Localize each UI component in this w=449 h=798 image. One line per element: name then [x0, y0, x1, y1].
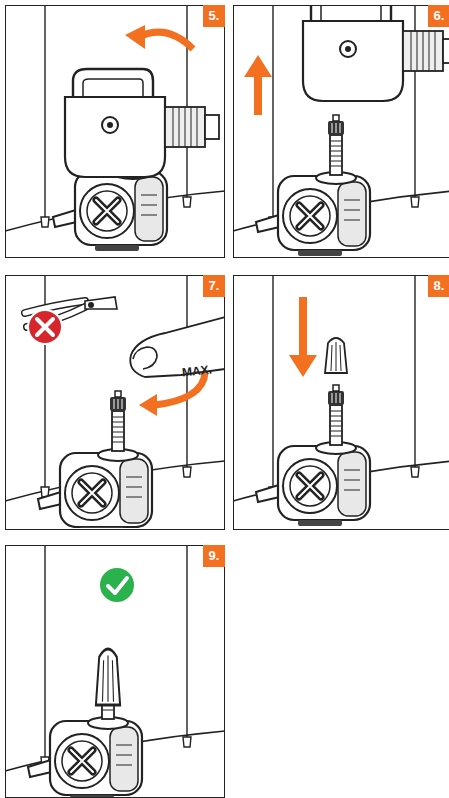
step-five-art — [5, 5, 225, 258]
forbidden-mark — [37, 319, 53, 335]
wheel-rim — [5, 5, 225, 258]
step-panel: 6. — [233, 5, 449, 258]
step-panel: 9. — [5, 545, 225, 798]
step-badge: 5. — [203, 5, 225, 27]
step-number: 8. — [428, 275, 449, 297]
step-panel: 5. — [5, 5, 225, 258]
rotate-arrow — [139, 32, 193, 49]
valve-cap — [325, 338, 347, 373]
valve-tool — [256, 172, 370, 256]
valve-tool — [28, 717, 142, 798]
lift-arrow — [244, 55, 272, 77]
step-eight-art — [233, 275, 449, 528]
step-badge: 8. — [428, 275, 449, 297]
pliers — [88, 302, 94, 308]
pump-head — [65, 69, 219, 177]
valve-stem — [328, 115, 344, 175]
step-eight-art — [233, 275, 449, 528]
turn-arrow — [139, 394, 157, 416]
step-six-art — [233, 0, 449, 258]
valve-tool — [53, 167, 167, 251]
pump-head — [303, 5, 449, 101]
pliers — [85, 297, 117, 309]
valve-cap — [96, 649, 120, 705]
step-badge: 7. — [203, 275, 225, 297]
step-nine-art — [5, 545, 225, 798]
step-five-art — [5, 5, 225, 258]
step-panel: 8. — [233, 275, 449, 530]
step-number: 6. — [428, 5, 449, 27]
valve-stem — [110, 391, 126, 451]
step-number: 5. — [203, 5, 225, 27]
step-number: 7. — [203, 275, 225, 297]
step-seven-art — [5, 275, 225, 528]
valve-tool — [256, 442, 370, 526]
step-six-art — [233, 5, 449, 258]
valve-stem — [328, 385, 344, 445]
step-panel: 7. — [5, 275, 225, 530]
step-badge: 6. — [428, 5, 449, 27]
lift-arrow — [254, 73, 262, 115]
step-nine-art — [5, 545, 225, 798]
step-seven-art — [5, 275, 225, 533]
forbidden-mark — [28, 310, 62, 344]
valve-tool — [38, 449, 152, 528]
step-badge: 9. — [203, 545, 225, 567]
check-mark — [108, 578, 127, 593]
hand — [133, 347, 157, 369]
rotate-arrow — [125, 25, 145, 49]
wheel-rim — [233, 275, 449, 528]
check-mark — [99, 567, 135, 603]
push-arrow — [299, 297, 307, 357]
push-arrow — [289, 355, 317, 377]
step-number: 9. — [203, 545, 225, 567]
